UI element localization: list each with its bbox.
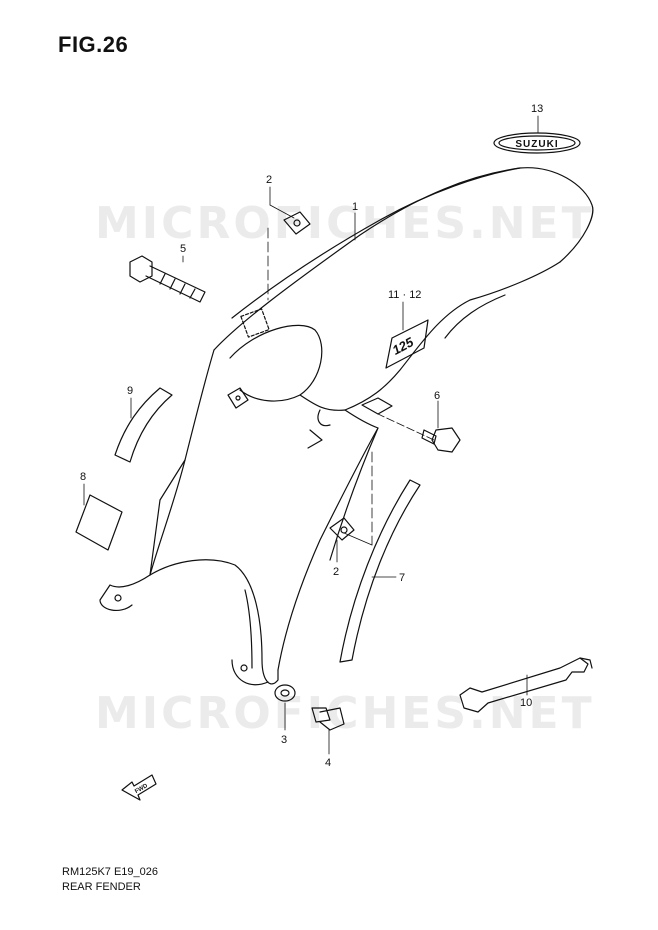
diagram-name: REAR FENDER xyxy=(62,881,141,893)
callout-part-11-12: 11 · 12 xyxy=(388,289,421,301)
callout-part-9: 9 xyxy=(127,385,133,397)
callout-part-4: 4 xyxy=(325,757,331,769)
washer xyxy=(274,684,296,702)
callout-part-2-upper: 2 xyxy=(266,174,272,186)
callout-part-2-lower: 2 xyxy=(333,566,339,578)
wrench-tool xyxy=(459,657,593,713)
callout-part-5: 5 xyxy=(180,243,186,255)
diagram-code: RM125K7 E19_026 xyxy=(62,866,159,878)
rear-fender-body xyxy=(99,167,594,686)
callout-part-3: 3 xyxy=(281,734,287,746)
decal-strip-upper xyxy=(114,387,173,463)
speed-nut-upper xyxy=(283,211,311,235)
side-decal-strip xyxy=(339,479,421,663)
forward-arrow-icon: FWD xyxy=(121,774,157,801)
watermark-bottom: MICROFICHES.NET xyxy=(95,688,595,739)
callout-part-8: 8 xyxy=(80,471,86,483)
decal-patch-lower xyxy=(75,494,123,551)
flange-bolt-right xyxy=(421,427,461,453)
callout-part-7: 7 xyxy=(399,572,405,584)
watermark-top: MICROFICHES.NET xyxy=(95,198,595,249)
callout-part-10: 10 xyxy=(520,697,532,709)
suzuki-emblem-text: SUZUKI xyxy=(515,139,558,150)
callout-part-1: 1 xyxy=(352,201,358,213)
long-bolt xyxy=(129,255,206,303)
suzuki-emblem: SUZUKI xyxy=(493,132,581,154)
callout-part-6: 6 xyxy=(434,390,440,402)
leader-lines xyxy=(83,115,539,755)
figure-title: FIG.26 xyxy=(58,32,129,57)
callout-part-13: 13 xyxy=(531,103,543,115)
short-bolt xyxy=(311,707,345,731)
